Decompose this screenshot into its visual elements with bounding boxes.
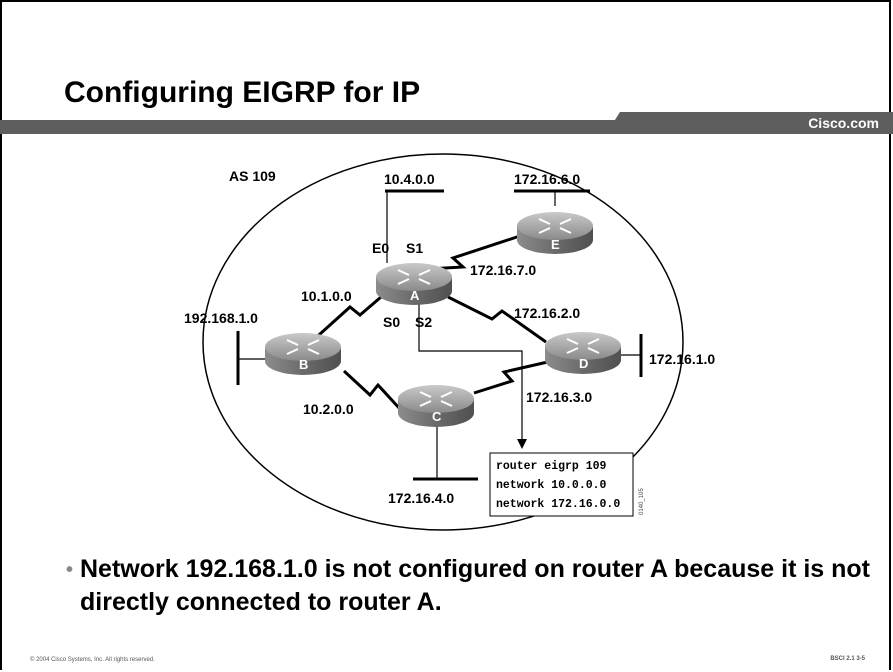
network-172-16-4-0: 172.16.4.0 [388, 490, 454, 506]
autonomous-system-boundary [202, 153, 684, 531]
router-a[interactable]: A [375, 262, 453, 306]
bullet-text: Network 192.168.1.0 is not configured on… [80, 555, 871, 616]
serial-link-a-e [427, 233, 524, 271]
copyright-footer: © 2004 Cisco Systems, Inc. All rights re… [30, 657, 155, 663]
network-172-16-1-0: 172.16.1.0 [649, 351, 715, 367]
router-a-label: A [410, 288, 420, 303]
brand-tab: Cisco.com [606, 112, 893, 134]
interface-s1: S1 [406, 240, 423, 256]
config-line-1: router eigrp 109 [496, 460, 607, 473]
brand-label[interactable]: Cisco.com [808, 115, 879, 131]
config-box: router eigrp 109 network 10.0.0.0 networ… [489, 452, 634, 517]
router-d-label: D [579, 356, 588, 371]
interface-s0: S0 [383, 314, 400, 330]
network-10-4-0-0: 10.4.0.0 [384, 171, 435, 187]
network-172-16-6-0: 172.16.6.0 [514, 171, 580, 187]
network-172-16-2-0: 172.16.2.0 [514, 305, 580, 321]
config-line-2: network 10.0.0.0 [496, 479, 607, 492]
as-label: AS 109 [229, 168, 276, 184]
serial-link-c-d [473, 359, 553, 395]
router-b[interactable]: B [264, 332, 342, 376]
interface-e0: E0 [372, 240, 389, 256]
network-172-16-3-0: 172.16.3.0 [526, 389, 592, 405]
router-c[interactable]: C [397, 384, 475, 428]
network-172-16-7-0: 172.16.7.0 [470, 262, 536, 278]
router-e-label: E [551, 237, 560, 252]
network-10-1-0-0: 10.1.0.0 [301, 288, 352, 304]
serial-link-a-b [308, 295, 382, 345]
network-10-2-0-0: 10.2.0.0 [303, 401, 354, 417]
bullet-point: • Network 192.168.1.0 is not configured … [66, 553, 871, 619]
serial-link-b-c [342, 369, 402, 411]
interface-s2: S2 [415, 314, 432, 330]
router-c-label: C [432, 409, 442, 424]
serial-link-a-d [447, 295, 547, 344]
router-b-label: B [299, 357, 308, 372]
bullet-marker: • [66, 559, 74, 581]
course-footer: BSCI 2.1 3-5 [830, 656, 865, 662]
figure-id: 0140_105 [639, 488, 645, 515]
eigrp-topology-diagram: AS 109 10.4.0.0 172.16.6.0 172.16.7.0 10… [184, 153, 715, 531]
config-pointer-arrowhead [517, 439, 527, 449]
config-line-3: network 172.16.0.0 [496, 498, 620, 511]
network-192-168-1-0: 192.168.1.0 [184, 310, 258, 326]
slide-title: Configuring EIGRP for IP [64, 76, 421, 109]
router-d[interactable]: D [544, 331, 622, 375]
config-pointer-line [418, 301, 523, 441]
router-e[interactable]: E [516, 211, 594, 255]
